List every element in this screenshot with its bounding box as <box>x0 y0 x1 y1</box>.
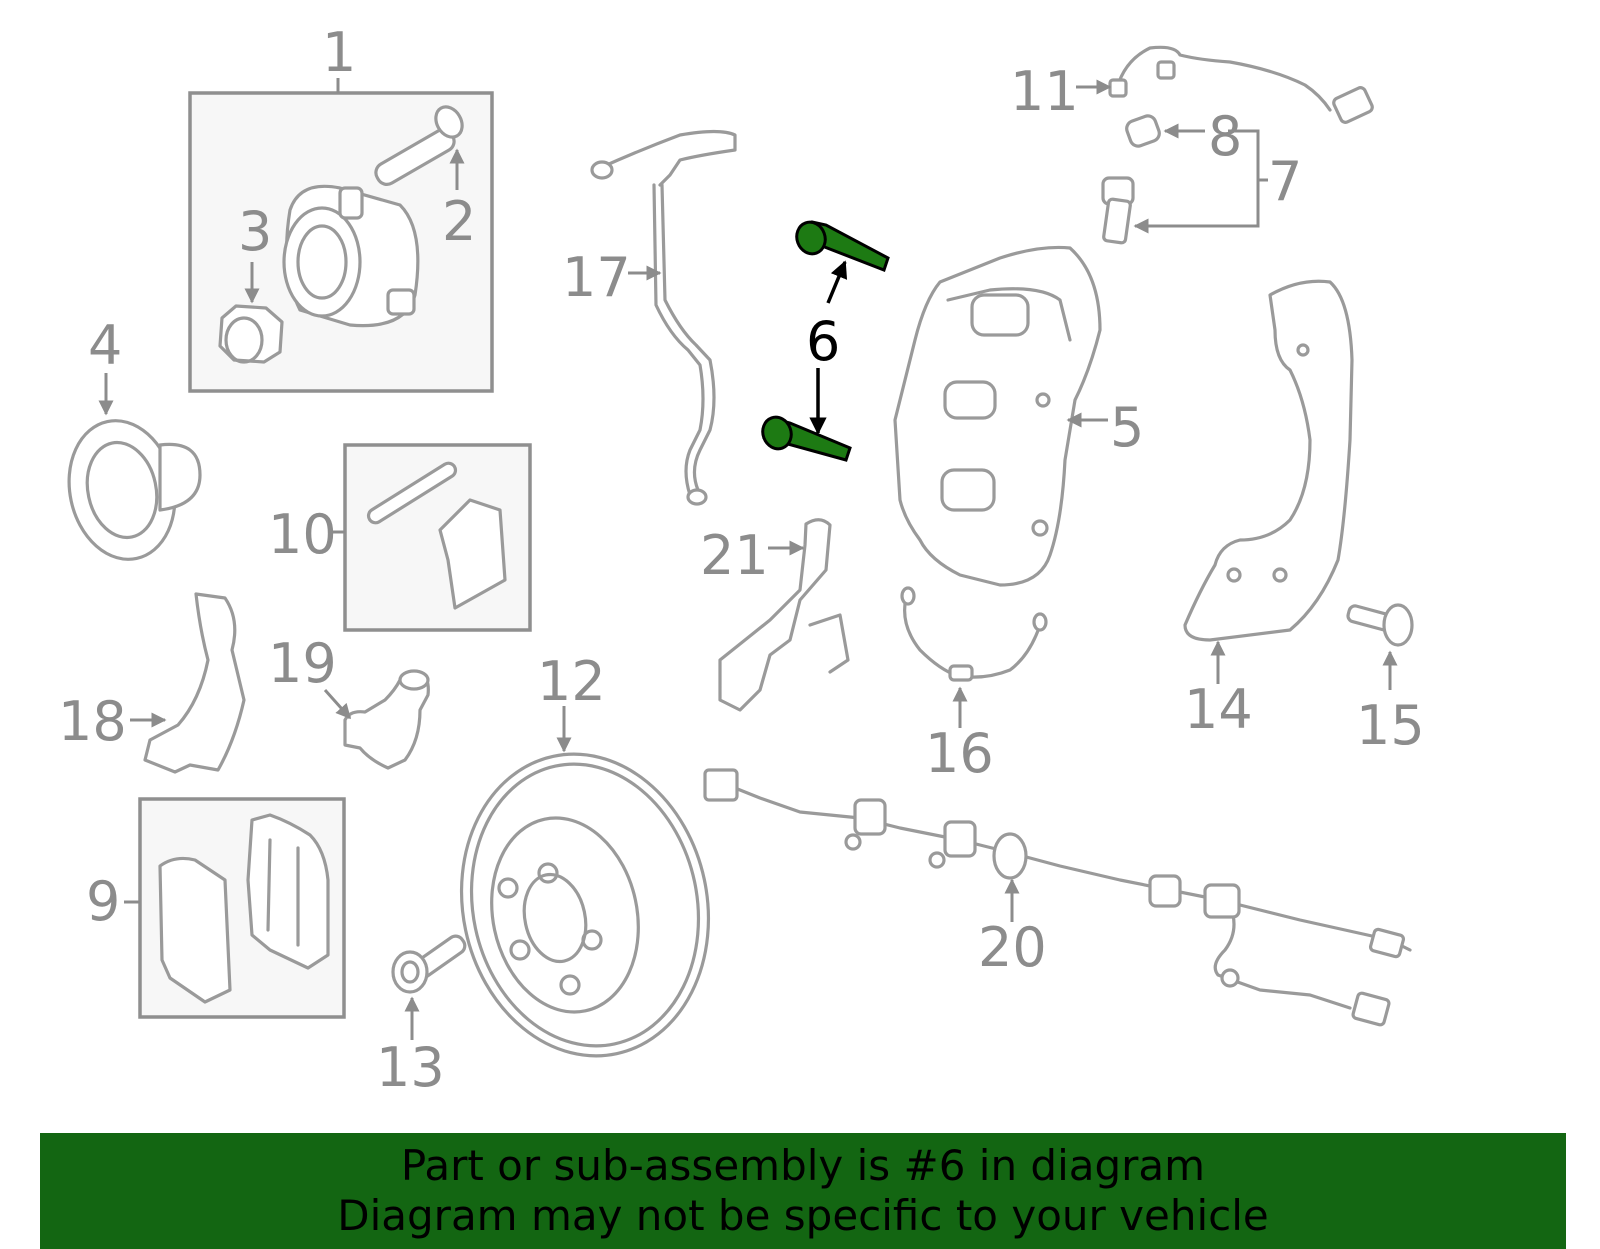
callout-1: 1 <box>322 21 356 84</box>
speed-sensor-part-19 <box>343 669 430 770</box>
callout-15: 15 <box>1356 694 1425 757</box>
callout-14: 14 <box>1184 678 1253 741</box>
callout-8: 8 <box>1208 105 1242 168</box>
rotor-part-12 <box>459 752 711 1058</box>
bolt-part-2 <box>374 105 464 186</box>
callout-18: 18 <box>58 690 127 753</box>
bleeder-screw-part-7 <box>1101 176 1135 245</box>
callout-12: 12 <box>537 650 606 713</box>
callout-4: 4 <box>88 314 122 377</box>
nut-part-3 <box>218 304 284 364</box>
bleeder-cap-part-8 <box>1125 114 1161 148</box>
callout-17: 17 <box>562 246 631 309</box>
callout-16: 16 <box>925 722 994 785</box>
callout-9: 9 <box>86 870 120 933</box>
callout-13: 13 <box>376 1036 445 1099</box>
bearing-housing-part <box>282 184 420 328</box>
bracket-part-21 <box>718 518 850 712</box>
callout-11: 11 <box>1010 60 1079 123</box>
callout-20: 20 <box>978 916 1047 979</box>
callout-6: 6 <box>806 310 840 373</box>
callout-7: 7 <box>1268 150 1302 213</box>
wear-sensor-part-11 <box>1108 45 1374 124</box>
wiring-harness-part-20 <box>703 768 1412 1027</box>
group-box-10 <box>330 443 532 632</box>
callout-21: 21 <box>700 524 769 587</box>
caliper-bolt-lower-part-6 <box>761 415 852 462</box>
hub-part-4 <box>67 419 202 561</box>
brake-hose-part-17 <box>590 129 737 506</box>
group-box-9 <box>124 797 346 1019</box>
callout-3: 3 <box>238 200 272 263</box>
wear-sensor-part-16 <box>900 586 1048 682</box>
shield-bolt-part-15 <box>1346 603 1414 647</box>
callout-10: 10 <box>268 503 337 566</box>
bracket-part-18 <box>143 592 246 774</box>
dust-shield-part-14 <box>1183 279 1354 642</box>
caliper-bolt-upper-part-6 <box>795 220 890 272</box>
notice-banner: Part or sub-assembly is #6 in diagram Di… <box>40 1133 1566 1249</box>
callout-5: 5 <box>1110 396 1144 459</box>
banner-line-part: Part or sub-assembly is #6 in diagram <box>400 1141 1206 1190</box>
callout-2: 2 <box>442 190 476 253</box>
caliper-part-5 <box>893 245 1102 587</box>
callout-19: 19 <box>268 632 337 695</box>
banner-line-disclaimer: Diagram may not be specific to your vehi… <box>337 1191 1269 1240</box>
rotor-screw-part-13 <box>391 934 467 994</box>
